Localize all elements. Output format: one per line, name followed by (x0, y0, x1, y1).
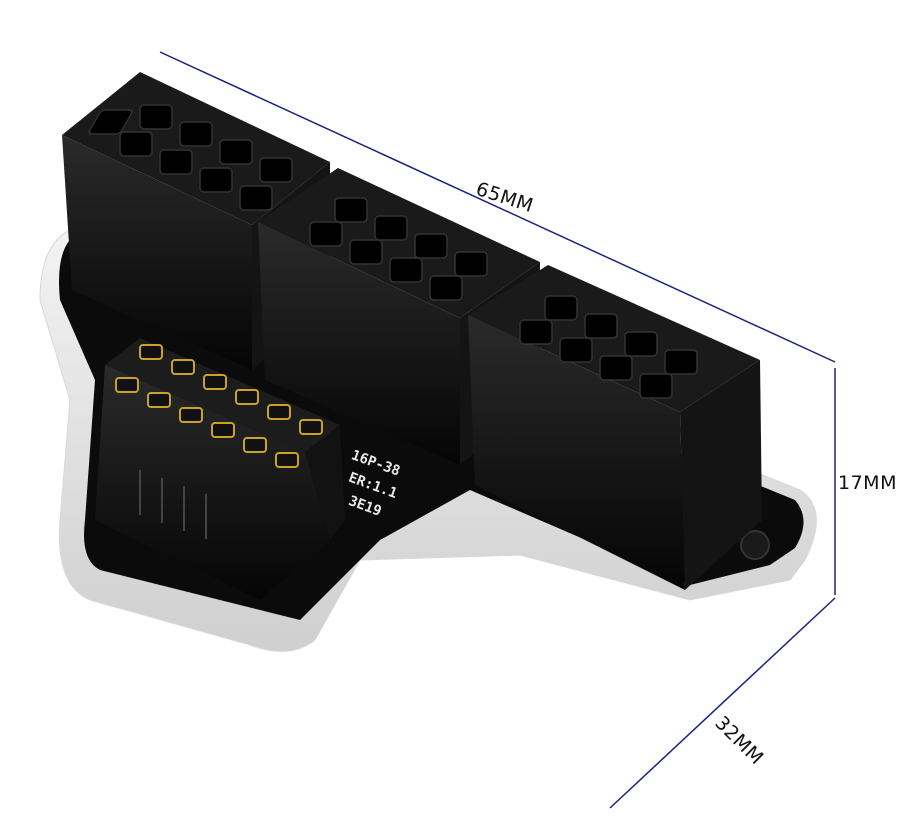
depth-line (609, 597, 836, 809)
connector-12pin (95, 338, 345, 600)
screw-icon (740, 530, 770, 560)
pin-holes (88, 104, 698, 399)
pin-slots (139, 470, 207, 539)
gold-pins (115, 344, 323, 468)
length-line (159, 51, 836, 363)
dimension-lines (159, 51, 836, 809)
height-label: 17MM (838, 472, 897, 494)
